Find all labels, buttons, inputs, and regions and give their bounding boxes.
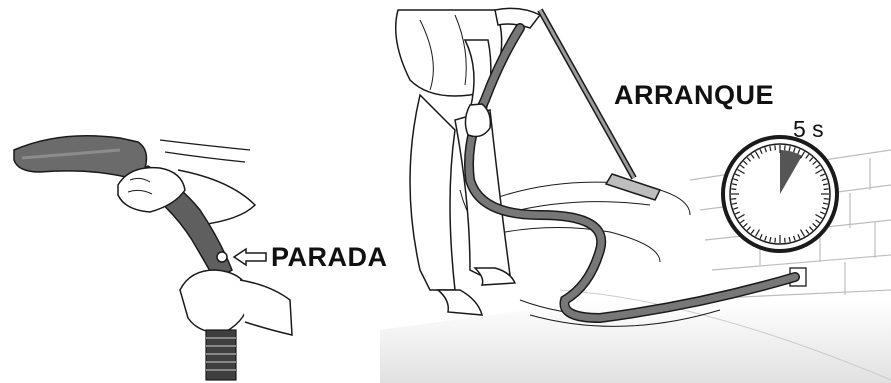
stopwatch-tick: [775, 238, 776, 243]
stop-label: PARADA: [271, 244, 388, 271]
corrugated-hose: [206, 330, 236, 380]
stopwatch-tick: [731, 189, 736, 190]
lower-hand: [180, 270, 250, 332]
stopwatch-tick: [785, 238, 786, 243]
stopwatch-tick: [824, 199, 829, 200]
arrow-left-icon: [234, 249, 266, 265]
hand: [465, 104, 490, 136]
stopwatch-tick: [731, 199, 736, 200]
switch-icon: [217, 252, 227, 262]
lower-sleeve: [240, 280, 292, 335]
timer-label: 5 s: [793, 118, 824, 141]
stopwatch-tick: [785, 145, 786, 150]
stopwatch-icon: [723, 137, 837, 251]
shoe: [438, 290, 482, 315]
back-leg: [410, 95, 455, 290]
left-scene: [14, 136, 292, 380]
stopwatch-tick: [775, 145, 776, 150]
start-label: ARRANQUE: [614, 82, 774, 109]
stopwatch-tick: [824, 189, 829, 190]
